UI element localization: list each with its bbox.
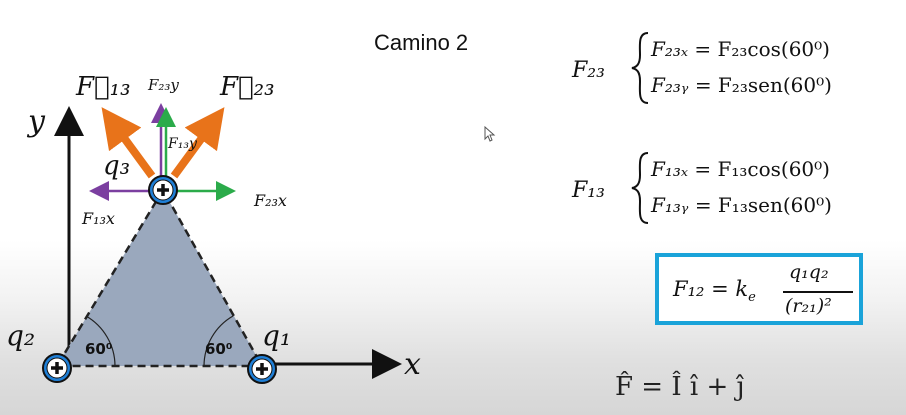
vector-f13	[101, 107, 156, 179]
angle-arc-left	[85, 315, 116, 367]
charge-q3-icon	[148, 175, 178, 205]
f23y-equation: F₂₃ᵧ = F₂₃sen(60⁰)	[651, 73, 832, 97]
brace-f23	[631, 32, 649, 104]
coulomb-denominator: (r₂₁)²	[785, 295, 832, 317]
coulomb-lhs: F₁₂ = ke	[673, 277, 756, 305]
vector-f13-label: F⃗₁₃	[75, 72, 131, 102]
f13y-equation: F₁₃ᵧ = F₁₃sen(60⁰)	[651, 193, 832, 217]
coulomb-numerator: q₁q₂	[789, 261, 829, 283]
mouse-cursor-icon	[484, 126, 496, 142]
charge-q3-label: q₃	[103, 151, 130, 181]
angle-label-right: 60⁰	[205, 340, 232, 358]
brace-f13	[631, 152, 649, 224]
page-title: Camino 2	[374, 30, 469, 55]
f23-block-label: F₂₃	[572, 58, 605, 83]
f23y-label: F₂₃y	[147, 76, 179, 94]
charge-q2-icon	[42, 353, 72, 383]
angle-arc-right	[203, 315, 234, 367]
angle-label-left: 60⁰	[85, 340, 112, 358]
charge-triangle	[54, 187, 265, 368]
vector-f23	[170, 107, 225, 179]
f13x-label: F₁₃x	[81, 209, 115, 228]
charge-q1-label: q₁	[262, 319, 291, 352]
coulomb-law-box: F₁₂ = ke q₁q₂ (r₂₁)²	[655, 253, 863, 325]
f13x-equation: F₁₃ₓ = F₁₃cos(60⁰)	[651, 157, 830, 181]
y-axis-label: y	[26, 104, 46, 139]
charge-q2-label: q₂	[6, 319, 35, 352]
f23x-equation: F₂₃ₓ = F₂₃cos(60⁰)	[651, 37, 830, 61]
x-axis-label: x	[404, 347, 421, 382]
fraction-bar	[783, 291, 853, 293]
f13-block-label: F₁₃	[572, 178, 605, 203]
charge-q1-icon	[247, 354, 277, 384]
vector-f23-label: F⃗₂₃	[219, 72, 275, 102]
unit-vector-expression: F̂ = Î î + ĵ	[615, 372, 745, 402]
f23x-label: F₂₃x	[253, 191, 287, 210]
f13y-label: F₁₃y	[167, 136, 198, 152]
